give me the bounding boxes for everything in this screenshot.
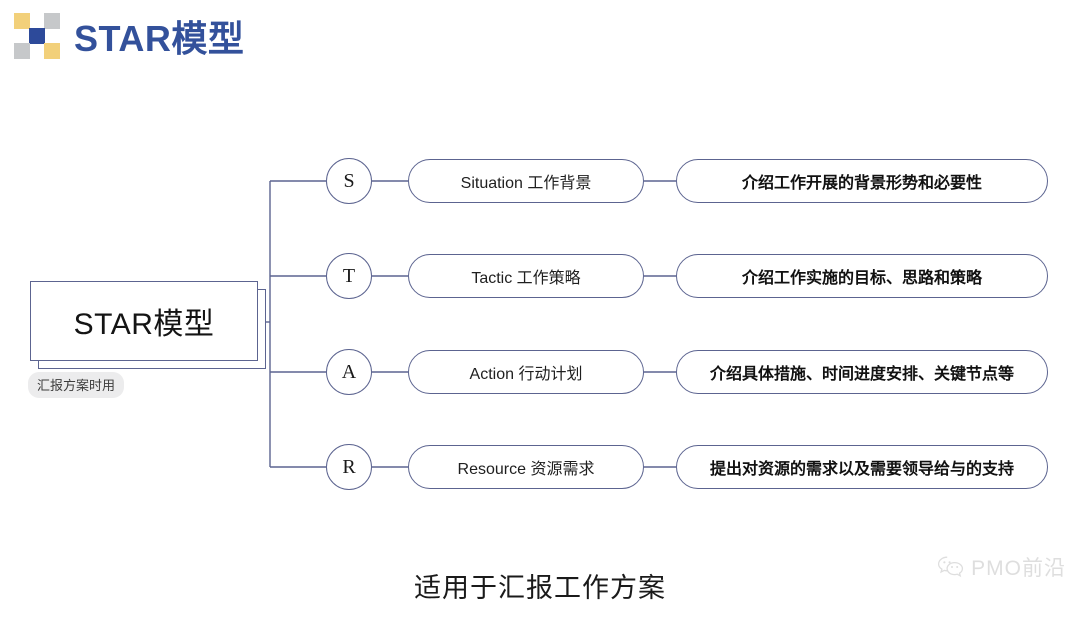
pill-middle-label-s: Situation 工作背景 [460, 175, 592, 192]
pill-middle-label-r: Resource 资源需求 [457, 461, 595, 478]
logo-square-top-right [44, 13, 60, 29]
checkerboard-logo-icon [14, 13, 60, 59]
logo-square-center [29, 28, 45, 44]
watermark-text: PMO前沿 [971, 557, 1066, 580]
node-circle-t[interactable]: T [326, 253, 372, 299]
node-circle-label-t: T [342, 264, 356, 287]
node-circle-a[interactable]: A [326, 349, 372, 395]
pill-right-a[interactable]: 介绍具体措施、时间进度安排、关键节点等 [676, 350, 1048, 394]
pill-right-label-s: 介绍工作开展的背景形势和必要性 [741, 175, 982, 192]
pill-right-r[interactable]: 提出对资源的需求以及需要领导给与的支持 [676, 445, 1048, 489]
node-circle-label-a: A [341, 360, 357, 383]
pill-right-s[interactable]: 介绍工作开展的背景形势和必要性 [676, 159, 1048, 203]
pill-middle-a[interactable]: Action 行动计划 [408, 350, 644, 394]
pill-middle-label-t: Tactic 工作策略 [471, 270, 581, 287]
logo-square-bottom-left [14, 43, 30, 59]
pill-right-label-a: 介绍具体措施、时间进度安排、关键节点等 [709, 366, 1014, 383]
root-node-label: STAR模型 [73, 308, 215, 341]
pill-middle-t[interactable]: Tactic 工作策略 [408, 254, 644, 298]
slide-caption: 适用于汇报工作方案 [414, 573, 666, 603]
slide-header: STAR模型 [14, 6, 244, 66]
node-circle-s[interactable]: S [326, 158, 372, 204]
pill-right-t[interactable]: 介绍工作实施的目标、思路和策略 [676, 254, 1048, 298]
root-node-box[interactable]: STAR模型 [30, 281, 258, 361]
pill-right-label-t: 介绍工作实施的目标、思路和策略 [741, 270, 982, 287]
logo-square-bottom-right [44, 43, 60, 59]
page-title: STAR模型 [74, 18, 245, 59]
node-circle-label-s: S [343, 169, 355, 192]
node-circle-label-r: R [342, 455, 356, 478]
watermark: PMO前沿 [937, 552, 1066, 582]
logo-square-top-left [14, 13, 30, 29]
pill-middle-s[interactable]: Situation 工作背景 [408, 159, 644, 203]
root-node-tag: 汇报方案时用 [28, 372, 125, 398]
pill-right-label-r: 提出对资源的需求以及需要领导给与的支持 [709, 461, 1014, 478]
node-circle-r[interactable]: R [326, 444, 372, 490]
pill-middle-label-a: Action 行动计划 [469, 366, 583, 383]
pill-middle-r[interactable]: Resource 资源需求 [408, 445, 644, 489]
wechat-icon [938, 556, 964, 578]
